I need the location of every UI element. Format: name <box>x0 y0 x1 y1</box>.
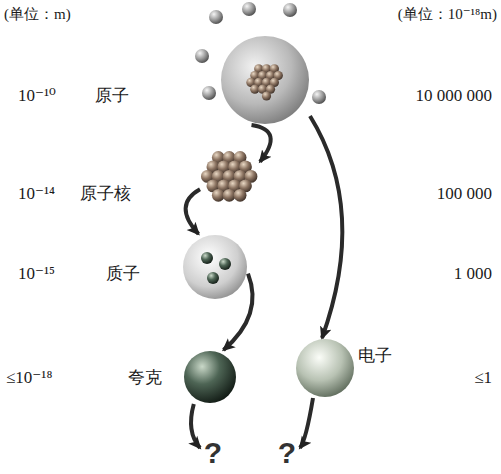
atom-sphere: 原子 <box>220 35 310 125</box>
question-mark: ? <box>200 436 226 470</box>
unknown-mark: ? <box>274 436 300 470</box>
particle-name: 夸克 <box>128 368 162 388</box>
curved-arrow <box>300 398 313 448</box>
size-attometres: ≤1 <box>474 368 492 388</box>
electron-sphere-shape <box>295 338 355 398</box>
curved-arrow <box>186 189 200 234</box>
particle-name: 原子核 <box>80 184 131 204</box>
question-mark: ? <box>274 436 300 470</box>
size-metres: 10⁻¹⁴ <box>18 184 55 204</box>
size-metres: 10⁻¹⁵ <box>18 264 55 284</box>
proton-sphere-shape <box>182 234 248 300</box>
size-metres: 10⁻¹⁰ <box>18 86 56 106</box>
size-attometres: 100 000 <box>437 184 492 204</box>
size-attometres: 10 000 000 <box>416 86 493 106</box>
curved-arrow <box>252 125 271 162</box>
size-metres: ≤10⁻¹⁸ <box>6 368 52 388</box>
particle-name: 电子 <box>358 346 392 366</box>
curved-arrow <box>191 404 200 448</box>
size-attometres: 1 000 <box>454 264 492 284</box>
unit-note: (单位：m) <box>4 4 71 24</box>
unknown-mark: ? <box>200 436 226 470</box>
quark-sphere-shape <box>183 350 237 404</box>
unit-note: (单位：10⁻¹⁸m) <box>398 4 497 24</box>
quark-sphere: 夸克 <box>183 350 237 404</box>
particle-name: 质子 <box>106 264 140 284</box>
nucleus-cluster: 原子核 <box>200 148 260 203</box>
atom-sphere-shape <box>220 35 310 125</box>
proton-sphere: 质子 <box>182 234 248 300</box>
electron-sphere: 电子 <box>295 338 355 398</box>
curved-arrow <box>310 116 342 338</box>
particle-name: 原子 <box>95 86 129 106</box>
nucleus-cluster-shape <box>200 148 260 203</box>
